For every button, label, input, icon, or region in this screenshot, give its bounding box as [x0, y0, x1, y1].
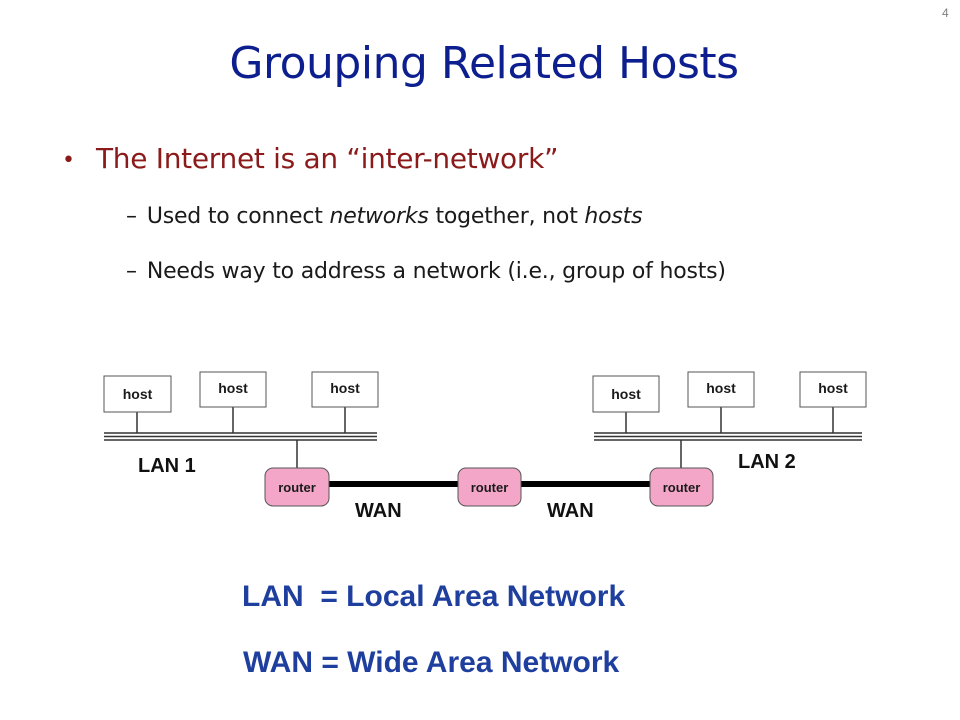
wan-label-left: WAN [355, 500, 402, 522]
wan-label-right: WAN [547, 500, 594, 522]
lan2-bus [594, 432, 862, 441]
host-label: host [706, 380, 736, 396]
main-bullet: • The Internet is an “inter-network” [62, 142, 559, 175]
host-label: host [611, 386, 641, 402]
router-label: router [471, 480, 509, 495]
host-label: host [123, 386, 153, 402]
host-label: host [218, 380, 248, 396]
dash-icon: – [126, 204, 137, 229]
dash-icon: – [126, 259, 137, 284]
bullet-dot-icon: • [62, 148, 75, 173]
host-lan1-3: host [311, 371, 379, 408]
router-right: router [649, 467, 714, 507]
router-label: router [278, 480, 316, 495]
router-middle: router [457, 467, 522, 507]
sub-bullet-text: Used to connect [146, 204, 330, 229]
slide-number: 4 [942, 6, 949, 20]
sub-bullet-address: –Needs way to address a network (i.e., g… [126, 259, 726, 284]
slide-title: Grouping Related Hosts [229, 38, 739, 89]
lan2-label: LAN 2 [738, 451, 796, 473]
host-lan2-3: host [799, 371, 867, 408]
host-lan2-2: host [687, 371, 755, 408]
emphasis-hosts: hosts [584, 204, 643, 229]
host-label: host [818, 380, 848, 396]
host-lan1-1: host [103, 375, 172, 413]
sub-bullet-text: Needs way to address a network (i.e., gr… [146, 259, 726, 284]
emphasis-networks: networks [329, 204, 429, 229]
host-label: host [330, 380, 360, 396]
lan-definition: LAN = Local Area Network [242, 580, 626, 613]
router-left: router [264, 467, 330, 507]
wan-definition: WAN = Wide Area Network [243, 646, 620, 679]
main-bullet-text: The Internet is an “inter-network” [96, 142, 559, 175]
host-lan1-2: host [199, 371, 267, 408]
host-lan2-1: host [592, 375, 660, 413]
sub-bullet-text: together, not [428, 204, 585, 229]
lan1-bus [104, 432, 377, 441]
router-label: router [663, 480, 701, 495]
lan1-label: LAN 1 [138, 455, 196, 477]
sub-bullet-networks: –Used to connect networks together, not … [126, 204, 643, 229]
